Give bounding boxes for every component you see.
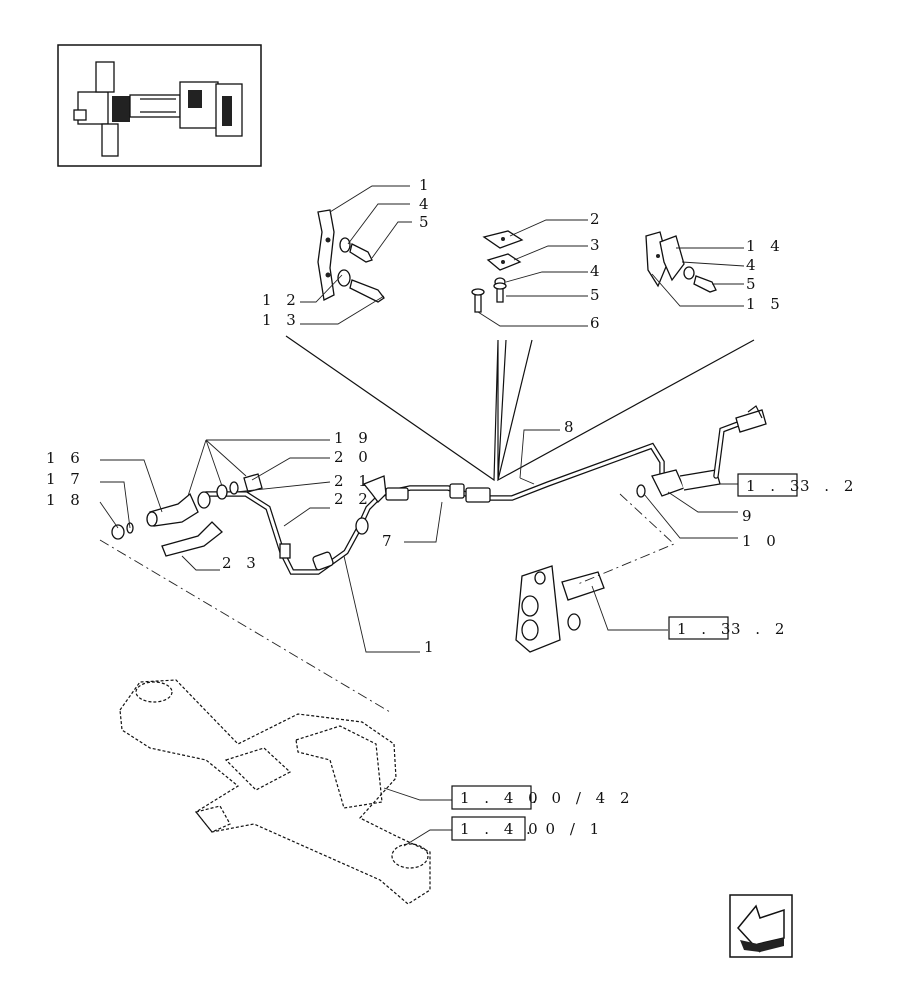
axle-leaders [383,787,452,847]
axle-housing [119,679,431,905]
ref-1-40-0-42[interactable]: 1 . 4 0 . 0 / 4 2 [451,785,635,810]
callout-3: 3 [590,236,605,254]
callout-23: 2 3 [222,554,261,572]
callout-15: 1 5 [746,295,785,313]
axle-assembly-thumbnail[interactable] [57,44,262,167]
callout-labels: 1 4 5 1 2 1 3 2 3 4 5 6 1 4 4 5 1 5 8 1 … [46,176,785,656]
callout-4-right: 4 [746,256,761,274]
callout-22: 2 2 [334,490,373,508]
upper-leaders [285,185,755,482]
callout-19: 1 9 [334,429,373,447]
ref-suffix-text: 3 . 2 [800,477,858,495]
callout-2: 2 [590,210,605,228]
callout-4-mid: 4 [590,262,605,280]
callout-6: 6 [590,314,605,332]
ref-box-text: 1 . 4 0 [460,789,543,807]
callout-5-mid: 5 [590,286,605,304]
callout-7: 7 [382,532,397,550]
ref-suffix-text: . 0 / 1 [526,820,604,838]
callout-1-bottom: 1 [424,638,439,656]
callout-5-top: 5 [419,213,434,231]
pipe-leaders [99,429,738,653]
callout-1-top: 1 [419,176,434,194]
alignment-lines [99,493,675,713]
callout-16: 1 6 [46,449,85,467]
ref-box-text: 1 . 4 0 [460,820,543,838]
callout-8: 8 [564,418,579,436]
callout-4-top: 4 [419,195,434,213]
callout-17: 1 7 [46,470,85,488]
bracket-group-right [645,231,717,293]
ref-1-33-2-upper[interactable]: 1 . 3 3 . 2 [737,473,858,497]
ref-box-text: 1 . 3 [677,620,735,638]
brake-pipe-assembly [111,405,767,575]
ref-box-text: 1 . 3 [746,477,804,495]
clamp-group-center [471,230,524,313]
bracket-group-left [317,209,385,303]
callout-14: 1 4 [746,237,785,255]
callout-20: 2 0 [334,448,373,466]
callout-21: 2 1 [334,472,373,490]
ref-suffix-text: 3 . 2 [731,620,789,638]
callout-10: 1 0 [742,532,781,550]
ref-suffix-text: . 0 / 4 2 [532,789,635,807]
callout-12: 1 2 [262,291,301,309]
callout-5-right: 5 [746,275,761,293]
ref-1-40-0-1[interactable]: 1 . 4 0 . 0 / 1 [451,816,604,841]
back-arrow-icon[interactable] [729,894,793,958]
callout-18: 1 8 [46,491,85,509]
ref-1-33-2-lower[interactable]: 1 . 3 3 . 2 [668,616,789,640]
brake-valve [515,565,605,653]
callout-13: 1 3 [262,311,301,329]
callout-9: 9 [742,507,757,525]
